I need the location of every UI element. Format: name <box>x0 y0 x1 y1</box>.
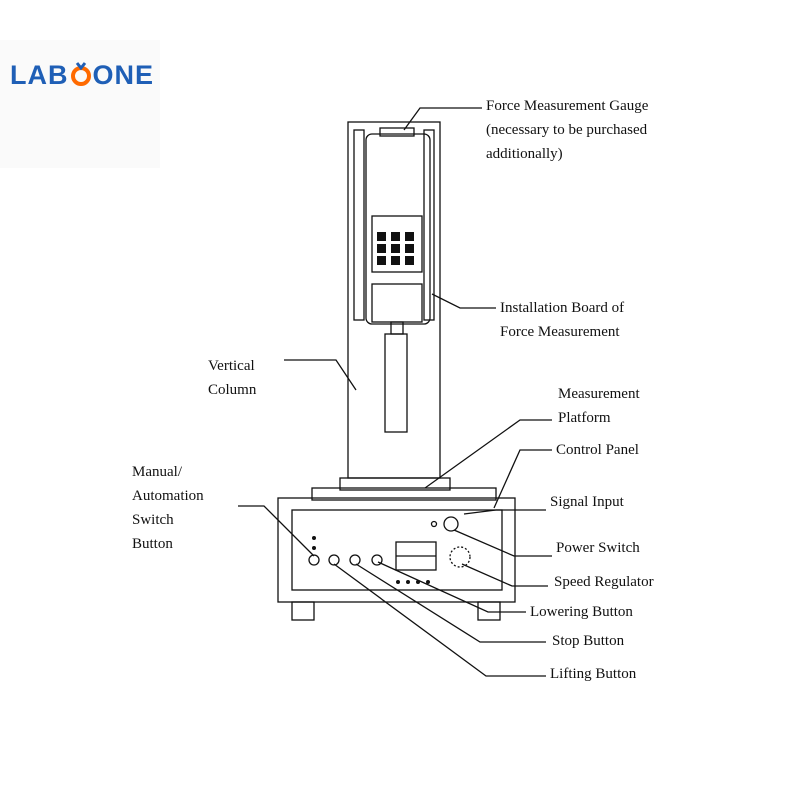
leader-vertical-column <box>284 359 357 391</box>
right-rail <box>423 129 435 321</box>
leader-lowering-button <box>377 561 526 613</box>
lowering-button <box>371 554 383 566</box>
power-switch <box>443 516 459 532</box>
label-vertical-column: Vertical Column <box>208 358 257 398</box>
logo-area <box>0 40 160 168</box>
signal-input-port <box>430 520 438 528</box>
force-gauge <box>365 133 431 325</box>
gauge-top-cap <box>379 127 415 137</box>
indicator-light <box>416 580 420 584</box>
keypad-key <box>391 232 400 241</box>
label-force-gauge: Force Measurement Gauge (necessary to be… <box>486 98 649 162</box>
leader-power-switch <box>453 529 552 557</box>
label-lowering-button: Lowering Button <box>530 604 633 620</box>
probe-rod <box>384 333 408 433</box>
control-box <box>277 497 516 603</box>
leader-speed-regulator <box>461 563 548 587</box>
leader-lifting-button <box>333 563 546 677</box>
platform-base <box>311 487 497 501</box>
leader-manual-switch <box>238 505 315 557</box>
label-installation-board: Installation Board of Force Measurement <box>500 300 625 340</box>
keypad-key <box>391 244 400 253</box>
indicator-light <box>312 546 316 550</box>
right-foot <box>477 601 501 621</box>
leader-signal-input <box>463 509 546 515</box>
gauge-keypad-panel <box>371 215 423 273</box>
indicator-light <box>406 580 410 584</box>
keypad-key <box>391 256 400 265</box>
left-foot <box>291 601 315 621</box>
label-speed-regulator: Speed Regulator <box>554 574 654 590</box>
lifting-button <box>328 554 340 566</box>
label-measurement-platform: Measurement Platform <box>558 386 640 426</box>
indicator-light <box>426 580 430 584</box>
leader-installation-board <box>431 293 496 309</box>
logo-flask-icon <box>70 62 92 86</box>
leader-measurement-platform <box>424 419 552 489</box>
label-lifting-button: Lifting Button <box>550 666 637 682</box>
control-panel-face <box>291 509 503 591</box>
speed-regulator-knob <box>449 546 471 568</box>
stop-button <box>349 554 361 566</box>
vertical-column <box>347 121 441 479</box>
measurement-platform <box>339 477 451 491</box>
manual-switch-button <box>308 554 320 566</box>
keypad-key <box>377 244 386 253</box>
label-manual-switch: Manual/ Automation Switch Button <box>132 464 204 552</box>
label-stop-button: Stop Button <box>552 633 625 649</box>
leader-stop-button <box>355 563 546 643</box>
indicator-light <box>396 580 400 584</box>
leader-control-panel <box>493 449 552 509</box>
label-signal-input: Signal Input <box>550 494 624 510</box>
keypad-key <box>405 244 414 253</box>
keypad-key <box>405 232 414 241</box>
label-power-switch: Power Switch <box>556 540 640 556</box>
keypad-key <box>377 256 386 265</box>
gauge-lower-panel <box>371 283 423 323</box>
leader-force-gauge <box>403 107 482 131</box>
keypad-key <box>405 256 414 265</box>
indicator-light <box>312 536 316 540</box>
keypad-key <box>377 232 386 241</box>
label-control-panel: Control Panel <box>556 442 639 458</box>
left-rail <box>353 129 365 321</box>
